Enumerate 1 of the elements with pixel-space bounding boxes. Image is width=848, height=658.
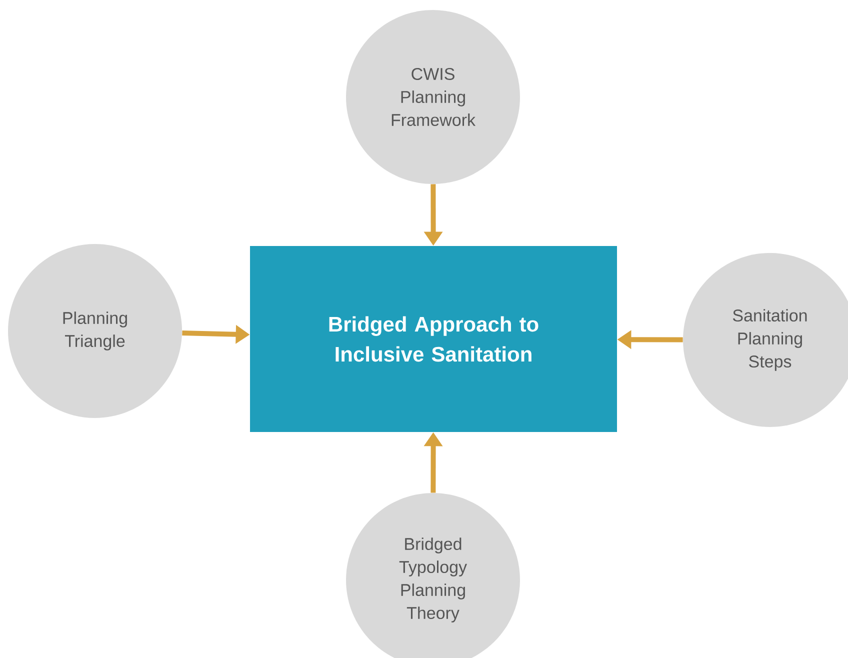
process-box: Bridged Approach to Inclusive Sanitation (250, 246, 617, 432)
